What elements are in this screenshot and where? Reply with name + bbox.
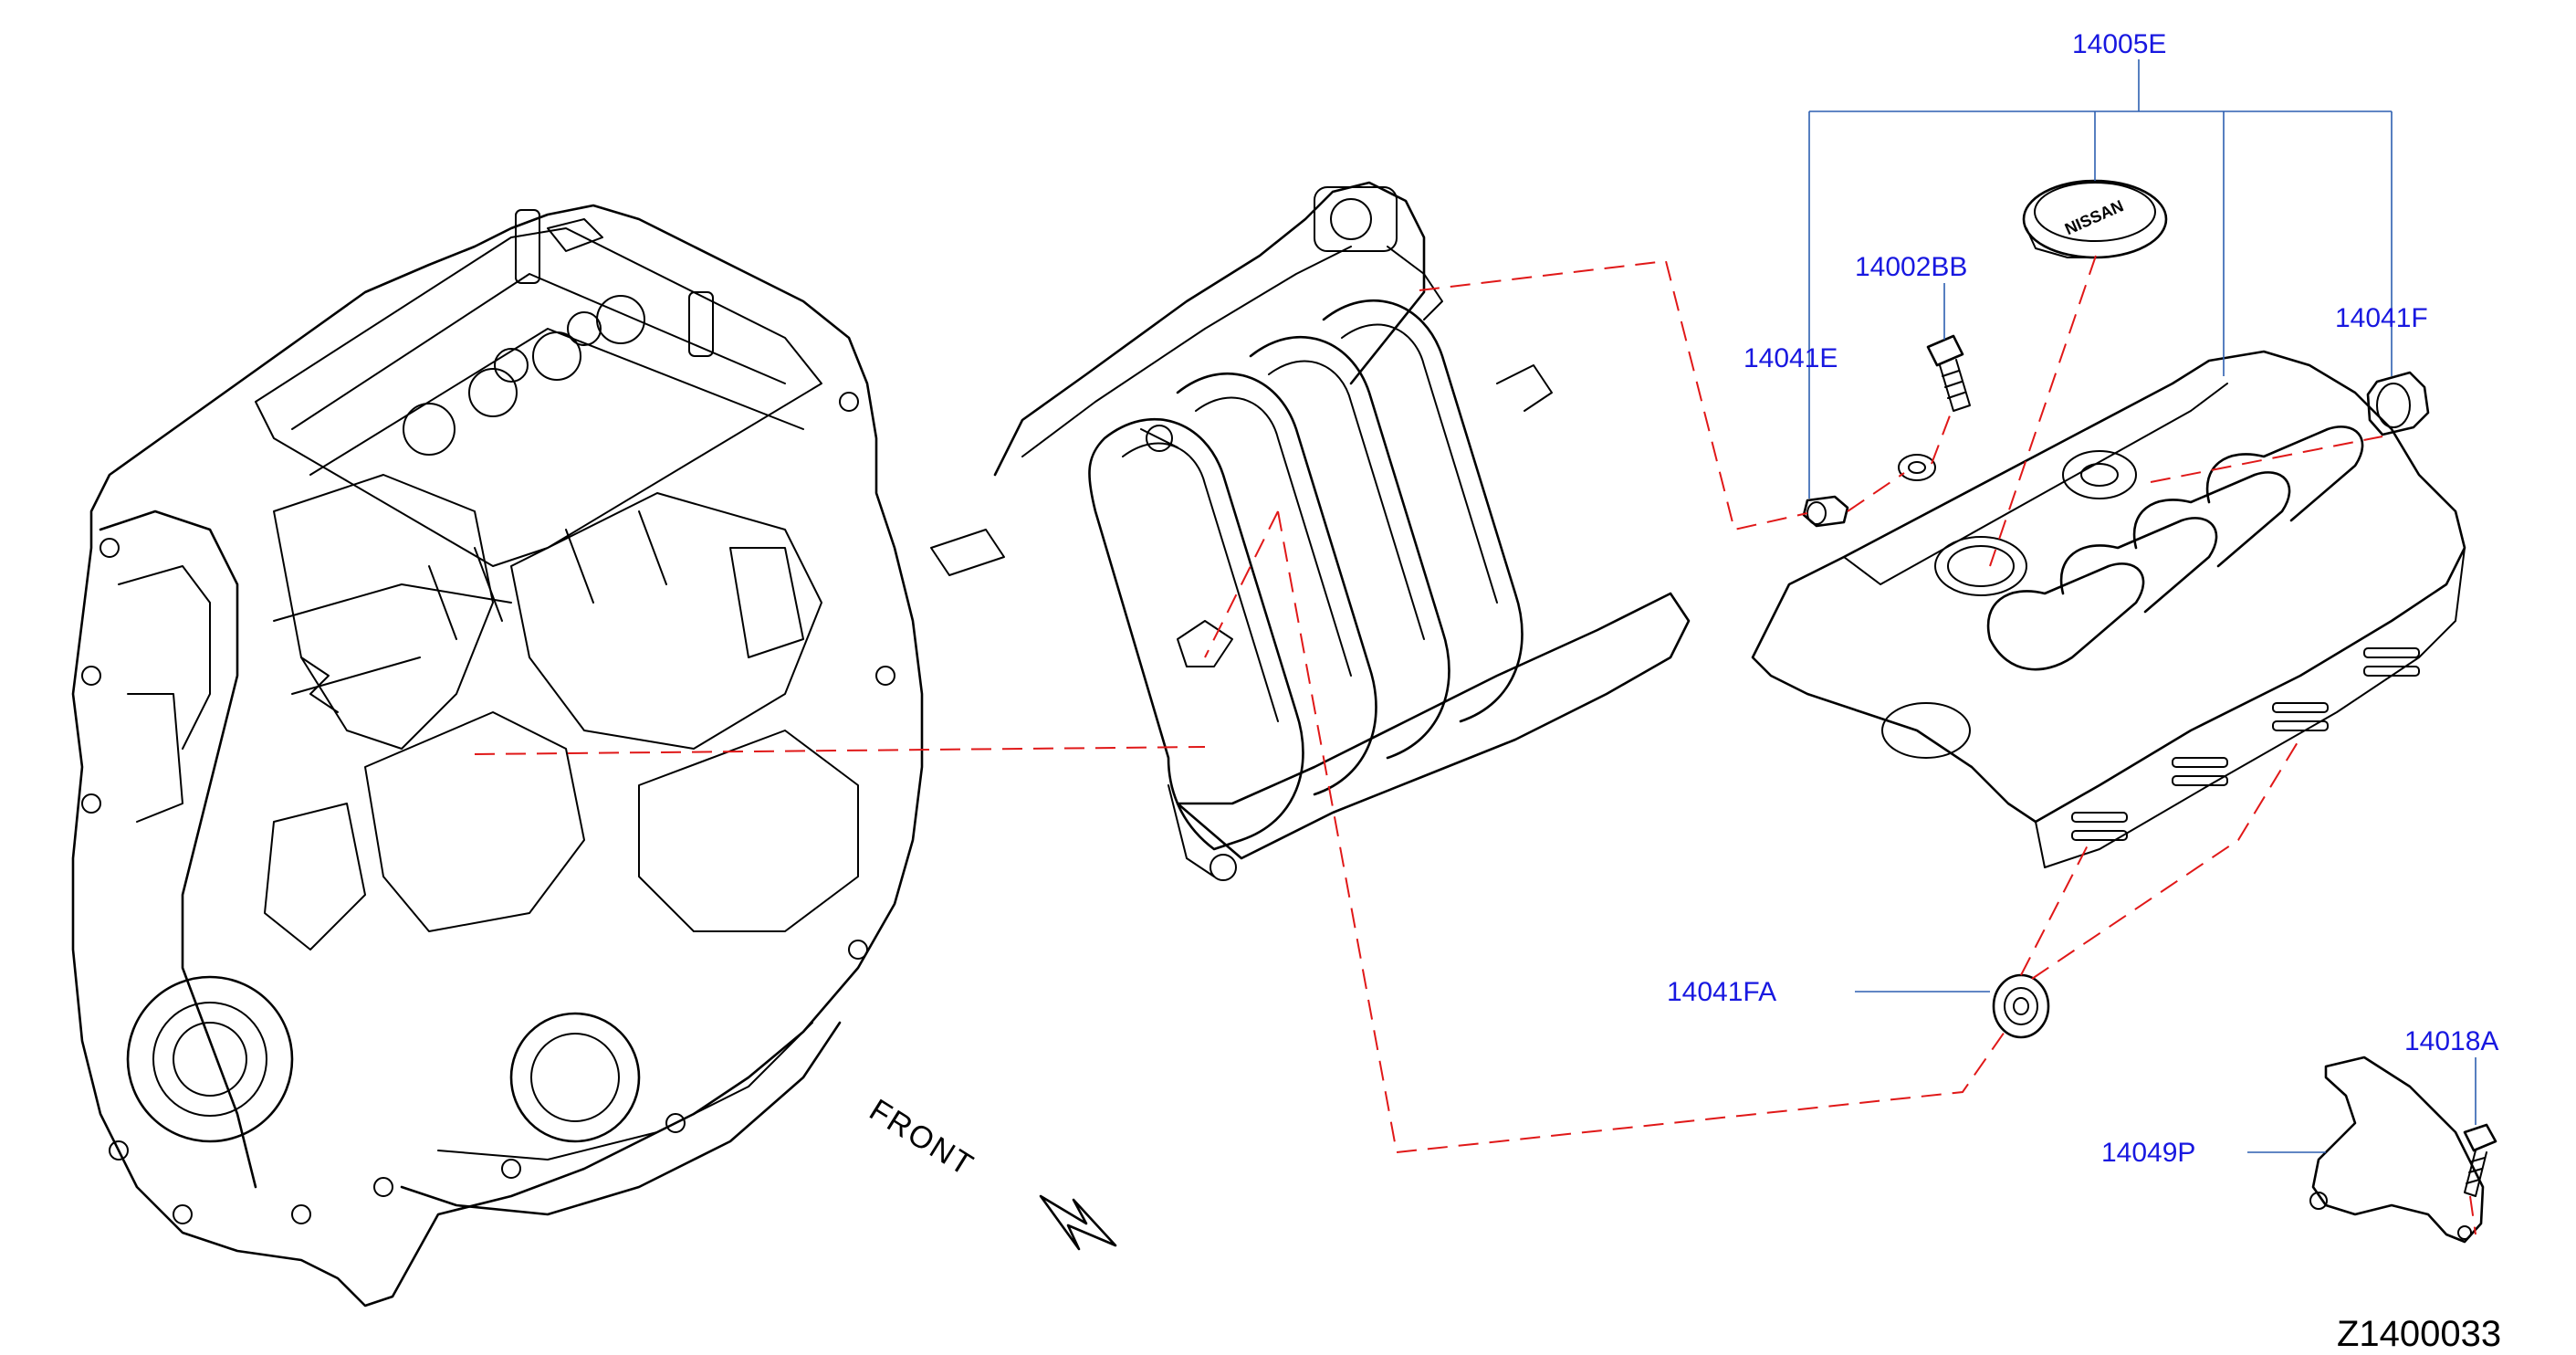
grommet-14041FA xyxy=(1992,973,2050,1039)
leader-lines xyxy=(1808,59,2477,1153)
grommet-14041F xyxy=(2366,371,2430,436)
label-14005E: 14005E xyxy=(2072,29,2166,59)
label-14002BB: 14002BB xyxy=(1855,252,1967,282)
grommet-14041E xyxy=(1802,495,1849,528)
label-14018A: 14018A xyxy=(2404,1026,2498,1056)
cover-logo-text: NISSAN xyxy=(2062,196,2126,238)
label-14041FA: 14041FA xyxy=(1667,977,1776,1007)
front-direction-indicator: FRONT xyxy=(864,1093,1117,1251)
engine-assembly-drawing xyxy=(71,204,924,1308)
dashed-relation-lines xyxy=(474,255,2477,1235)
intake-manifold-drawing xyxy=(930,181,1691,881)
label-14041F: 14041F xyxy=(2335,303,2428,333)
bracket-14049P xyxy=(2309,1056,2485,1244)
label-14049P: 14049P xyxy=(2101,1138,2195,1168)
bolt-14002BB xyxy=(1926,334,1971,412)
engine-cover-drawing xyxy=(1751,350,2466,868)
diagram-reference-code: Z1400033 xyxy=(2337,1314,2501,1354)
bolt-14018A xyxy=(2463,1123,2497,1197)
front-label: FRONT xyxy=(864,1093,980,1184)
part-labels: 14005E 14002BB 14041E 14041F 14041FA 140… xyxy=(1667,29,2498,1168)
oil-filler-cap: NISSAN xyxy=(2022,179,2168,259)
front-arrow-icon xyxy=(1039,1194,1117,1251)
label-14041E: 14041E xyxy=(1744,343,1838,373)
washer xyxy=(1898,454,1936,481)
